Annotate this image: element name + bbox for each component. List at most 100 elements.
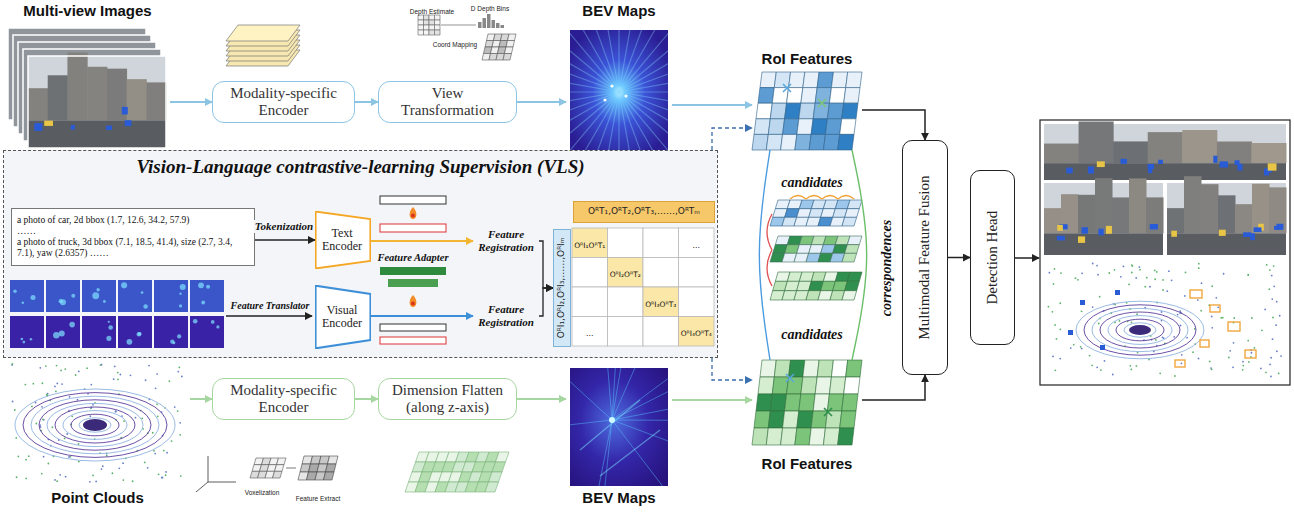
drawing-part [1096, 366, 1098, 368]
drawing-part [1108, 272, 1110, 274]
drawing-part [1228, 322, 1240, 331]
drawing-part [170, 340, 174, 344]
drawing-part [785, 103, 801, 119]
drawing-part [506, 41, 515, 48]
edge-label: Tokenization [254, 220, 314, 233]
drawing-part [54, 479, 56, 481]
drawing-part [1159, 372, 1161, 374]
drawing-part [1048, 306, 1050, 308]
node-text: Dimension Flatten (along z-axis) [385, 382, 510, 417]
drawing-part [1251, 317, 1253, 319]
drawing-part [1114, 269, 1116, 271]
drawing-part [803, 360, 819, 377]
label-anchor: Depth Estimate [410, 0, 454, 18]
drawing-part [59, 474, 61, 476]
drawing-part [496, 23, 500, 28]
drawing-part [46, 280, 80, 312]
drawing-part [845, 281, 860, 290]
drawing-part [158, 473, 160, 475]
drawing-part [172, 341, 175, 344]
drawing-part [813, 394, 829, 411]
drawing-part [1044, 233, 1163, 255]
drawing-part [797, 411, 813, 428]
drawing-part [388, 279, 438, 287]
connector [517, 101, 566, 103]
drawing-part [174, 406, 176, 408]
drawing-part [1254, 227, 1262, 232]
drawing-part [1162, 289, 1164, 291]
drawing-part [1251, 352, 1253, 354]
drawing-part [1211, 327, 1213, 329]
drawing-part [797, 119, 813, 135]
drawing-part [435, 15, 441, 20]
panel-heading: RoI Features [762, 455, 853, 472]
drawing-part [1276, 350, 1278, 352]
drawing-part [1243, 232, 1251, 237]
panel-heading: BEV Maps [582, 2, 655, 19]
drawing-part [1269, 364, 1271, 366]
drawing-part [86, 367, 88, 369]
drawing-part [612, 420, 668, 421]
drawing-part [13, 289, 17, 293]
drawing-part [179, 293, 181, 295]
drawing-part [1078, 195, 1096, 234]
drawing-part [179, 422, 181, 424]
drawing-part [1192, 351, 1194, 353]
drawing-part [831, 360, 847, 377]
drawing-part [108, 325, 113, 330]
drawing-part [147, 467, 149, 469]
drawing-part [180, 284, 186, 290]
node-text: a photo of car, 2d bbox (1.7, 12.6, 34.2… [17, 215, 189, 226]
drawing-part [813, 103, 829, 119]
drawing-part [1278, 373, 1280, 375]
annotation-label: OᴿI₁OᴿT₁ [574, 242, 605, 250]
drawing-part [612, 420, 668, 452]
drawing-part [127, 339, 133, 345]
drawing-part [1201, 184, 1219, 233]
drawing-part [1276, 301, 1278, 303]
label-anchor: … [586, 322, 594, 340]
drawing-part [180, 475, 182, 477]
drawing-part [496, 452, 510, 462]
drawing-part [106, 336, 111, 341]
drawing-part [11, 363, 13, 365]
drawing-part [380, 224, 446, 232]
drawing-part [135, 417, 137, 419]
drawing-part [89, 481, 91, 483]
connector [862, 110, 925, 140]
drawing-part [603, 98, 606, 101]
drawing-part [10, 280, 44, 312]
drawing-part [165, 471, 167, 473]
drawing-part [679, 258, 715, 288]
drawing-part [1166, 290, 1168, 292]
drawing-part [1273, 285, 1275, 287]
drawing-part [198, 282, 204, 288]
drawing-part [1213, 156, 1217, 163]
label-anchor: candidates [781, 173, 842, 192]
drawing-part [1154, 270, 1156, 272]
drawing-part [115, 411, 117, 413]
drawing-part [845, 245, 860, 254]
drawing-part [71, 294, 75, 298]
process-box: Modality-specific Encoder [212, 378, 355, 420]
drawing-part [155, 387, 157, 389]
drawing-part [113, 378, 115, 380]
node-text: Visual Encoder [319, 304, 365, 330]
drawing-part [1136, 313, 1138, 315]
drawing-part [603, 30, 619, 92]
node-text: OᴿI₁,OᴿI₂,OᴿI₃,……,OᴿIₘ [557, 238, 567, 339]
drawing-part [1210, 305, 1220, 312]
label-anchor: Feature Adapter [377, 247, 448, 265]
drawing-part [767, 250, 772, 286]
drawing-part [1155, 339, 1157, 341]
drawing-part [35, 402, 37, 404]
drawing-part [162, 477, 164, 479]
drawing-part [783, 84, 791, 92]
drawing-part [1242, 361, 1244, 363]
drawing-part [326, 464, 337, 472]
drawing-part [1254, 347, 1256, 349]
drawing-part [752, 134, 768, 150]
panel-heading: BEV Maps [582, 489, 655, 506]
connector [712, 358, 752, 380]
drawing-part [410, 207, 417, 219]
